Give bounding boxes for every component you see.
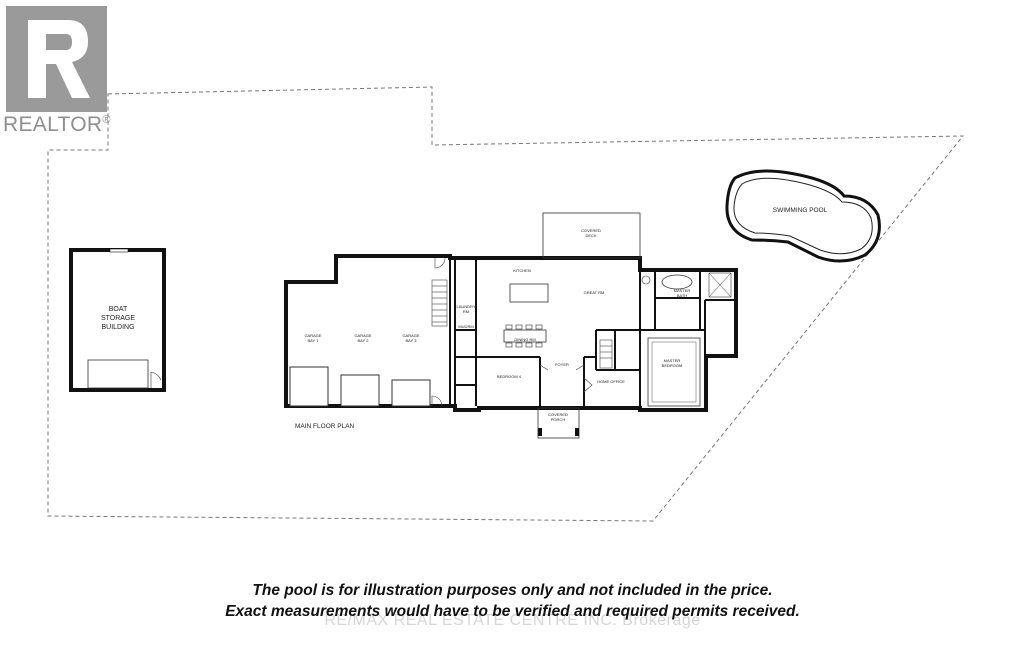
swimming-pool-label: SWIMMING POOL	[773, 207, 828, 214]
boat-storage-building: BOAT STORAGE BUILDING	[69, 248, 166, 392]
covered-porch-label-1: COVERED	[548, 412, 568, 417]
foyer-label: FOYER	[555, 362, 569, 367]
kitchen-island	[509, 283, 549, 303]
realtor-wordmark-text: REALTOR	[3, 113, 103, 136]
interior-walls	[449, 258, 736, 410]
garage-bay-2-label-2: BAY 2	[358, 338, 370, 343]
stairs	[431, 279, 613, 369]
garage-bay-3-label-2: BAY 3	[406, 338, 418, 343]
covered-deck-label-1: COVERED	[581, 228, 601, 233]
garage-bay-3-label-1: GARAGE	[402, 333, 419, 338]
covered-deck-label-2: DECK	[585, 233, 596, 238]
main-floor-plan-label: MAIN FLOOR PLAN	[295, 423, 355, 430]
master-bed	[647, 337, 701, 407]
boat-storage-label-3: BUILDING	[101, 324, 134, 331]
dining-rm-label: DINING RM	[514, 337, 535, 342]
covered-deck	[542, 212, 641, 259]
garage-doors	[289, 366, 431, 407]
master-bedroom-label-2: BEDROOM	[662, 363, 683, 368]
garage-bay-1-label-2: BAY 1	[308, 338, 320, 343]
garage-bay-1-label-1: GARAGE	[304, 333, 321, 338]
boat-storage-label-1: BOAT	[109, 306, 128, 313]
home-office-label: HOME OFFICE	[597, 379, 625, 384]
realtor-wordmark: REALTOR®	[3, 113, 111, 137]
swimming-pool: SWIMMING POOL	[725, 169, 881, 263]
covered-porch-label-2: PORCH	[551, 417, 566, 422]
door-swings	[431, 257, 593, 407]
master-bath-label-1: MASTER	[674, 288, 691, 293]
disclaimer-line-2: Exact measurements would have to be veri…	[225, 603, 800, 620]
kitchen-label: KITCHEN	[513, 268, 531, 273]
registered-mark: ®	[102, 114, 111, 126]
laundry-label-2: RM	[463, 309, 469, 314]
garage-bay-2-label-1: GARAGE	[354, 333, 371, 338]
realtor-logo	[6, 6, 107, 112]
dining-chairs	[505, 324, 543, 348]
master-bedroom-label-1: MASTER	[664, 358, 681, 363]
dining-table	[503, 329, 547, 343]
covered-porch	[537, 407, 580, 439]
house-floor-plan: GARAGE BAY 1 GARAGE BAY 2 GARAGE BAY 3 C…	[284, 212, 738, 439]
disclaimer-line-1: The pool is for illustration purposes on…	[252, 582, 773, 599]
master-tub	[661, 274, 693, 290]
laundry-label-1: LAUNDRY	[456, 304, 475, 309]
bedroom-4-label: BEDROOM 4	[497, 374, 522, 379]
mudrm-label: MUDRM	[458, 324, 473, 329]
property-boundary	[47, 86, 965, 522]
boat-storage-label-2: STORAGE	[101, 315, 135, 322]
great-rm-label: GREAT RM	[584, 290, 605, 295]
master-bath-label-2: BATH	[677, 293, 687, 298]
realtor-r-logo-icon	[6, 6, 107, 112]
